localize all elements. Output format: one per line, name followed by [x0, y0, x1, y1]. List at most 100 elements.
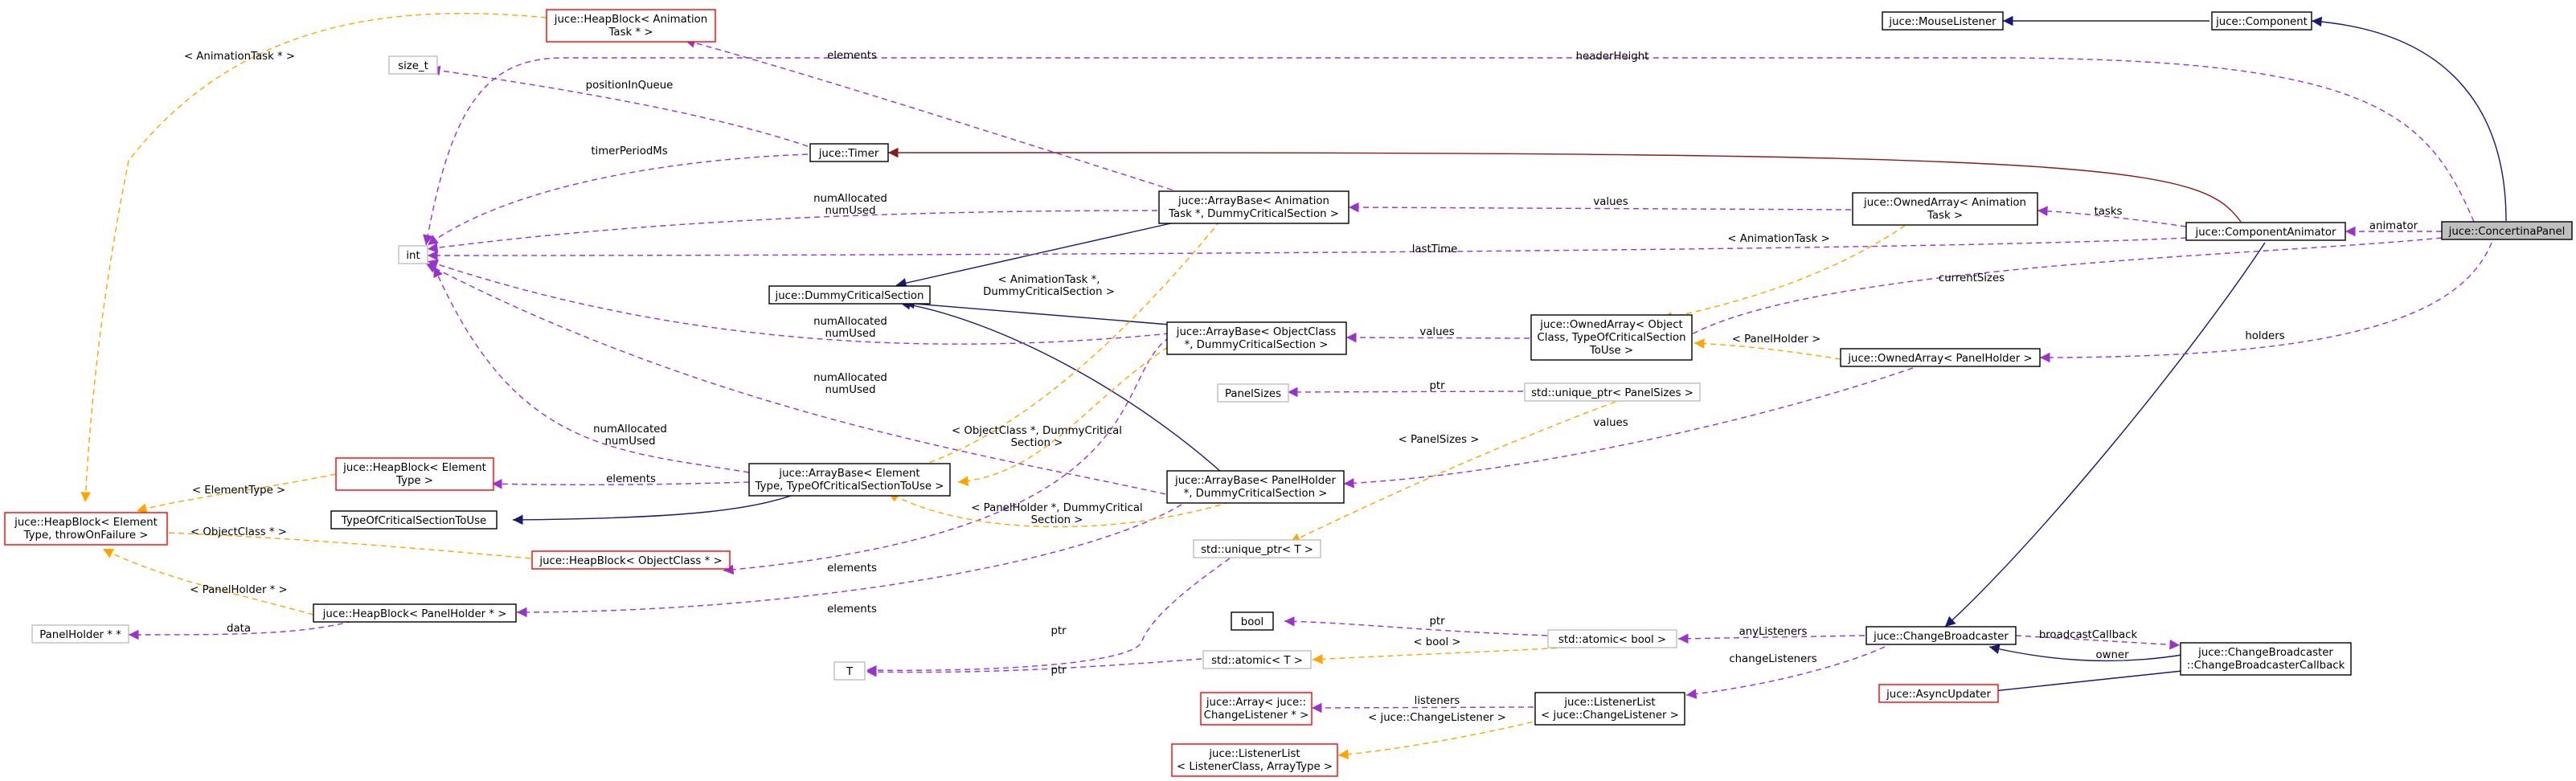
label-tpl-panel-dummy-2: Section > — [1031, 514, 1083, 526]
label-tpl-elementtype: < ElementType > — [192, 485, 285, 497]
label-timerperiodms: timerPeriodMs — [591, 145, 667, 157]
node-atomic-bool[interactable]: std::atomic< bool > — [1547, 629, 1677, 648]
node-label-line-3: ToUse > — [1589, 345, 1633, 357]
label-numalloc-anim-2: numUsed — [825, 205, 875, 217]
node-type-of-critical-section[interactable]: TypeOfCriticalSectionToUse — [330, 510, 498, 530]
node-label-line-2: Type, throwOnFailure > — [23, 530, 149, 542]
node-label-line-2: Class, TypeOfCriticalSection — [1537, 332, 1685, 344]
node-label: juce::MouseListener — [1888, 16, 1997, 28]
edge-positioninqueue — [429, 65, 809, 147]
label-animator: animator — [2369, 220, 2418, 232]
edge-anylisteners — [1677, 633, 1865, 644]
label-ptr-t: ptr — [1050, 625, 1067, 637]
node-heapblock-generic[interactable]: juce::HeapBlock< Element Type, throwOnFa… — [4, 512, 168, 546]
node-bool[interactable]: bool — [1231, 611, 1274, 631]
node-label: PanelHolder * * — [39, 629, 121, 641]
label-data: data — [227, 623, 251, 635]
edge-numalloc-obj — [427, 259, 1170, 345]
node-panelholder-pp[interactable]: PanelHolder * * — [31, 624, 129, 644]
node-label-line-2: Task *, DummyCriticalSection > — [1168, 208, 1339, 220]
label-tpl-animationtask: < AnimationTask * > — [184, 51, 295, 63]
label-broadcastcallback: broadcastCallback — [2039, 629, 2138, 641]
node-arraybase-objectclass[interactable]: juce::ArrayBase< ObjectClass *, DummyCri… — [1166, 321, 1347, 355]
node-label-line-2: Task > — [1927, 210, 1963, 222]
node-int[interactable]: int — [398, 245, 428, 264]
label-tpl-panelholder-hb: < PanelHolder * > — [190, 584, 287, 596]
node-label: juce::OwnedArray< PanelHolder > — [1847, 353, 2032, 365]
node-change-broadcaster-callback[interactable]: juce::ChangeBroadcaster ::ChangeBroadcas… — [2180, 642, 2352, 676]
node-timer[interactable]: juce::Timer — [809, 143, 889, 162]
label-ptr-panelsizes: ptr — [1429, 380, 1445, 392]
label-tasks: tasks — [2095, 206, 2123, 218]
node-concertina-panel[interactable]: juce::ConcertinaPanel — [2441, 221, 2573, 240]
label-tpl-panelsizes: < PanelSizes > — [1399, 434, 1480, 446]
node-size-t[interactable]: size_t — [388, 55, 438, 75]
node-change-broadcaster[interactable]: juce::ChangeBroadcaster — [1865, 626, 2017, 645]
edges — [80, 13, 2507, 760]
node-label: TypeOfCriticalSectionToUse — [341, 515, 486, 527]
node-component-animator[interactable]: juce::ComponentAnimator — [2185, 222, 2346, 241]
label-tpl-anim-dummy-2: DummyCriticalSection > — [983, 286, 1115, 298]
label-listeners: listeners — [1415, 695, 1460, 707]
node-label: T — [846, 666, 854, 678]
node-label: std::atomic< T > — [1211, 655, 1303, 667]
node-label-line-1: juce::ListenerList — [1208, 748, 1300, 760]
node-label: std::atomic< bool > — [1558, 634, 1666, 646]
node-heapblock-elementtype[interactable]: juce::HeapBlock< Element Type > — [335, 457, 494, 491]
node-label: PanelSizes — [1225, 388, 1281, 400]
node-listenerlist-changelistener[interactable]: juce::ListenerList < juce::ChangeListene… — [1534, 692, 1685, 726]
node-unique-ptr-panelsizes[interactable]: std::unique_ptr< PanelSizes > — [1524, 382, 1701, 402]
node-heapblock-panelholder[interactable]: juce::HeapBlock< PanelHolder * > — [313, 603, 517, 623]
edge-cbcallback-changebroadcaster — [1988, 644, 2183, 662]
label-tpl-bool: < bool > — [1413, 636, 1460, 648]
edge-ptr-t — [866, 558, 1231, 676]
edge-labels: animator headerHeight currentSizes holde… — [184, 50, 2418, 724]
label-values-obj: values — [1419, 326, 1454, 338]
node-label: juce::Component — [2215, 16, 2308, 28]
edge-tpl-obj-dummy — [957, 346, 1169, 487]
label-ptr-bool: ptr — [1429, 615, 1445, 628]
node-arraybase-generic[interactable]: juce::ArrayBase< Element Type, TypeOfCri… — [748, 463, 951, 497]
node-label-line-2: < ListenerClass, ArrayType > — [1177, 761, 1333, 773]
node-arraybase-panelholder[interactable]: juce::ArrayBase< PanelHolder *, DummyCri… — [1166, 470, 1345, 504]
node-arraybase-animation-task[interactable]: juce::ArrayBase< Animation Task *, Dummy… — [1158, 190, 1349, 224]
edge-tpl-objectclass — [137, 526, 531, 559]
edge-tpl-anim-dummy — [893, 220, 1221, 476]
node-listenerlist-generic[interactable]: juce::ListenerList < ListenerClass, Arra… — [1171, 743, 1338, 777]
edge-cbcallback-asyncupdater — [1970, 670, 2183, 697]
node-owned-array-generic[interactable]: juce::OwnedArray< Object Class, TypeOfCr… — [1530, 314, 1693, 361]
node-panel-sizes[interactable]: PanelSizes — [1217, 383, 1289, 403]
edge-numalloc-generic — [433, 266, 750, 473]
node-unique-ptr-t[interactable]: std::unique_ptr< T > — [1193, 539, 1321, 558]
label-elements-anim: elements — [827, 50, 877, 62]
edge-currentsizes — [1663, 237, 2443, 354]
node-array-changelistener[interactable]: juce::Array< juce:: ChangeListener * > — [1200, 692, 1313, 726]
node-dummy-critical-section[interactable]: juce::DummyCriticalSection — [768, 285, 931, 305]
node-label: int — [406, 250, 420, 262]
node-heapblock-animation-task[interactable]: juce::HeapBlock< Animation Task * > — [546, 9, 716, 43]
edge-ptr-bool — [1284, 616, 1548, 636]
node-label-line-1: juce::HeapBlock< Animation — [554, 14, 707, 26]
edge-tpl-elementtype — [136, 473, 337, 513]
edge-ptr-atomic-t — [866, 658, 1202, 677]
edge-values-anim — [1348, 202, 1852, 213]
node-t[interactable]: T — [833, 661, 866, 681]
node-atomic-t[interactable]: std::atomic< T > — [1202, 650, 1312, 669]
node-heapblock-objectclass[interactable]: juce::HeapBlock< ObjectClass * > — [531, 550, 731, 570]
node-label: juce::ConcertinaPanel — [2448, 226, 2566, 238]
node-label-line-2: Type > — [395, 475, 433, 487]
node-async-updater[interactable]: juce::AsyncUpdater — [1878, 684, 1999, 703]
node-owned-array-panelholder[interactable]: juce::OwnedArray< PanelHolder > — [1840, 348, 2041, 367]
label-tpl-obj-dummy-1: < ObjectClass *, DummyCritical — [952, 425, 1122, 437]
label-numalloc-panel-2: numUsed — [825, 384, 875, 396]
edge-tpl-panelsizes — [1289, 401, 1616, 543]
node-label: bool — [1241, 616, 1263, 628]
node-mouse-listener[interactable]: juce::MouseListener — [1882, 11, 2004, 31]
node-label-line-1: juce::OwnedArray< Object — [1539, 319, 1682, 331]
edge-elements-generic — [491, 478, 750, 489]
node-owned-array-animation-task[interactable]: juce::OwnedArray< Animation Task > — [1852, 192, 2038, 226]
label-positioninqueue: positionInQueue — [586, 80, 674, 92]
label-lasttime: lastTime — [1412, 243, 1458, 256]
node-component[interactable]: juce::Component — [2211, 11, 2312, 31]
